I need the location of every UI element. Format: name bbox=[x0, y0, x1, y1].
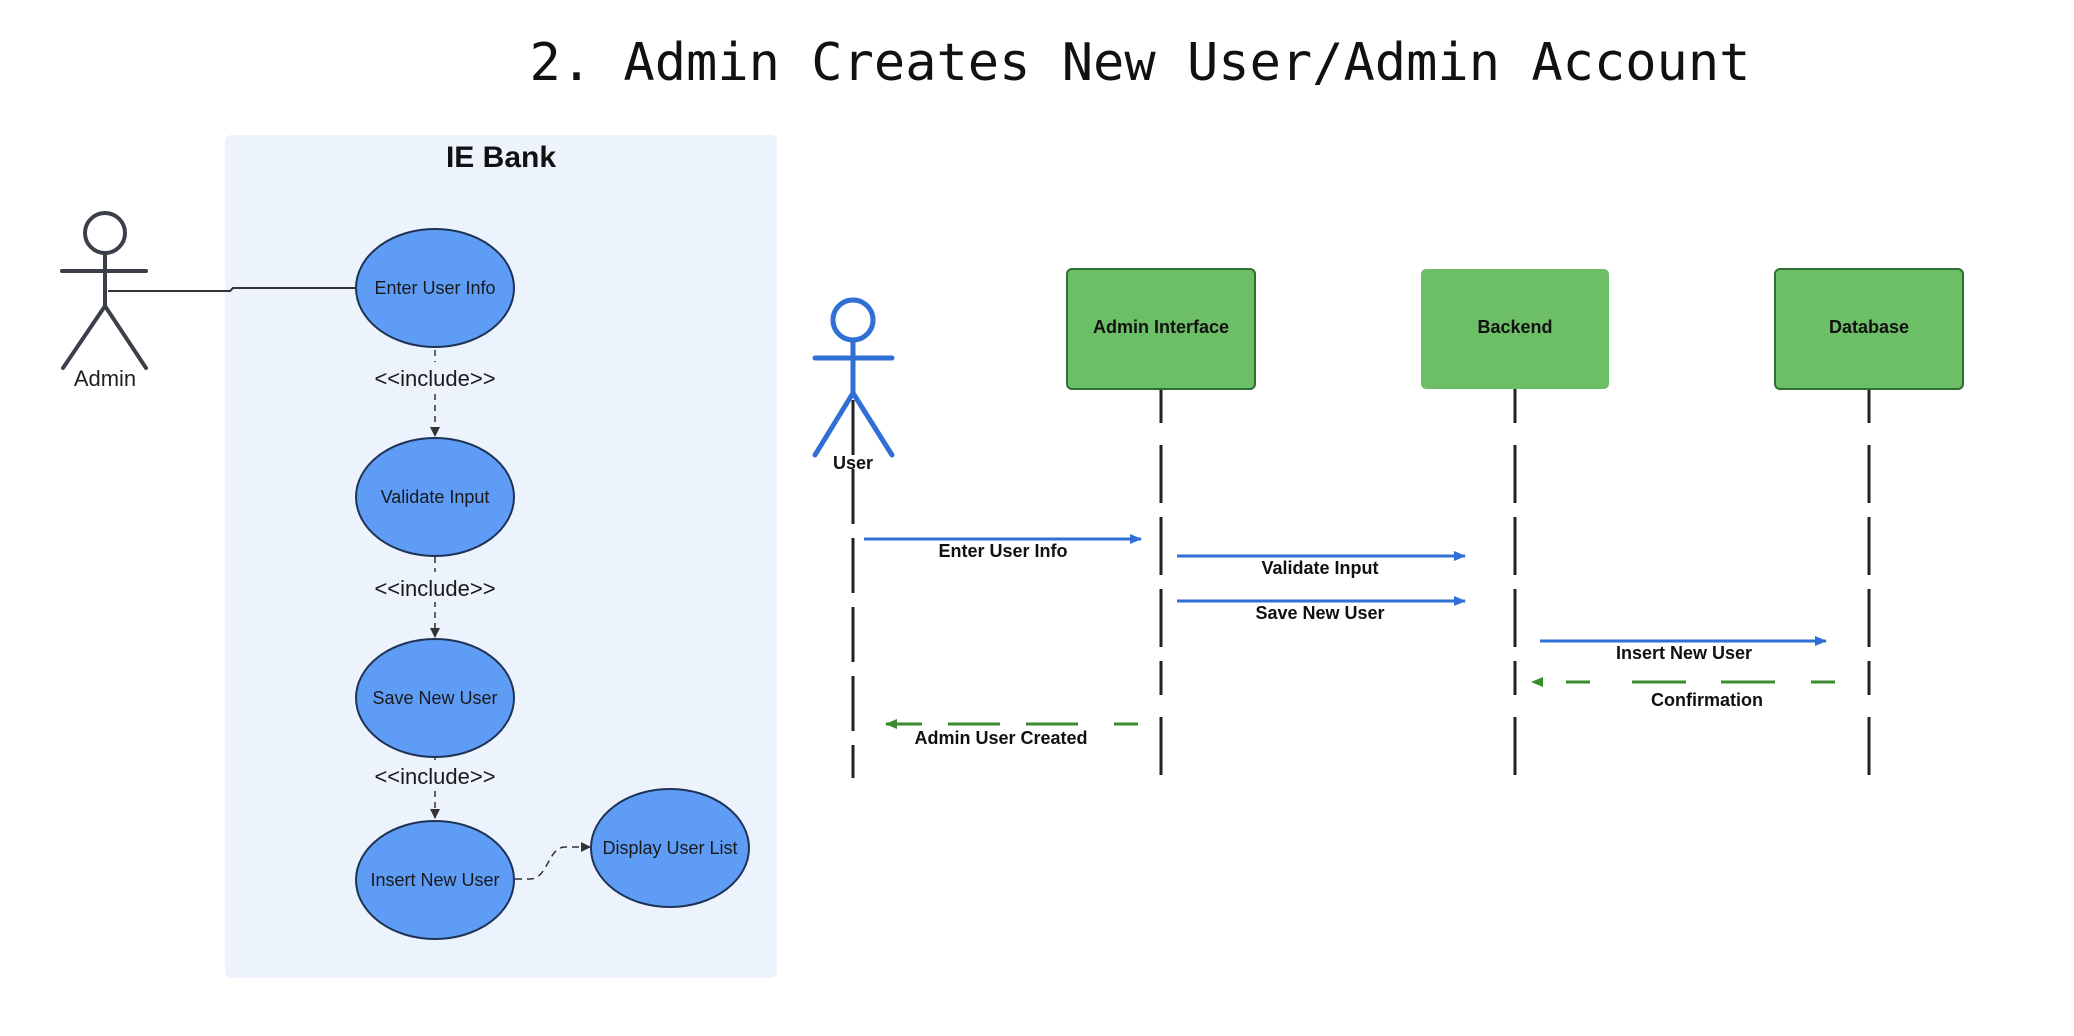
page-title: 2. Admin Creates New User/Admin Account bbox=[530, 33, 1751, 93]
association-line bbox=[108, 287, 356, 292]
message-insert-new-user-label: Insert New User bbox=[1616, 643, 1752, 663]
message-confirmation-label: Confirmation bbox=[1651, 690, 1763, 710]
message-enter-user-info-label: Enter User Info bbox=[938, 541, 1067, 561]
message-validate-input-label: Validate Input bbox=[1261, 558, 1378, 578]
user-actor-head bbox=[830, 297, 876, 343]
participant-backend-label: Backend bbox=[1477, 317, 1552, 337]
admin-actor bbox=[60, 211, 148, 370]
use-case-enter-user-info-label: Enter User Info bbox=[374, 278, 495, 298]
use-case-save-new-user-label: Save New User bbox=[372, 688, 497, 708]
use-case-display-user-list bbox=[590, 788, 750, 908]
include-label-3: <<include>> bbox=[374, 764, 495, 789]
admin-actor-label: Admin bbox=[74, 366, 136, 391]
admin-actor-right-leg bbox=[103, 304, 148, 370]
participant-admin-interface-label: Admin Interface bbox=[1093, 317, 1229, 337]
use-case-validate-input-label: Validate Input bbox=[381, 487, 490, 507]
use-case-insert-new-user bbox=[355, 820, 515, 940]
include-label-1: <<include>> bbox=[374, 366, 495, 391]
use-case-save-new-user bbox=[355, 638, 515, 758]
use-case-insert-new-user-label: Insert New User bbox=[370, 870, 499, 890]
user-actor bbox=[812, 297, 895, 458]
user-actor-left-leg bbox=[812, 390, 856, 458]
system-boundary bbox=[225, 135, 777, 978]
include-label-bg-3 bbox=[372, 760, 498, 790]
system-title: IE Bank bbox=[446, 141, 556, 174]
message-admin-user-created-label: Admin User Created bbox=[914, 728, 1087, 748]
user-actor-right-leg bbox=[850, 390, 895, 458]
extend-connector bbox=[515, 842, 591, 880]
participant-database-label: Database bbox=[1829, 317, 1909, 337]
participant-database bbox=[1774, 268, 1964, 390]
include-label-bg-2 bbox=[372, 572, 498, 602]
participant-backend bbox=[1421, 269, 1609, 389]
use-case-validate-input bbox=[355, 437, 515, 557]
participant-admin-interface bbox=[1066, 268, 1256, 390]
message-save-new-user-label: Save New User bbox=[1255, 603, 1384, 623]
admin-actor-left-leg bbox=[61, 304, 107, 370]
user-actor-label: User bbox=[833, 453, 873, 473]
use-case-enter-user-info bbox=[355, 228, 515, 348]
use-case-display-user-list-label: Display User List bbox=[602, 838, 737, 858]
include-label-2: <<include>> bbox=[374, 576, 495, 601]
include-label-bg-1 bbox=[372, 362, 498, 392]
admin-actor-head bbox=[83, 211, 127, 255]
